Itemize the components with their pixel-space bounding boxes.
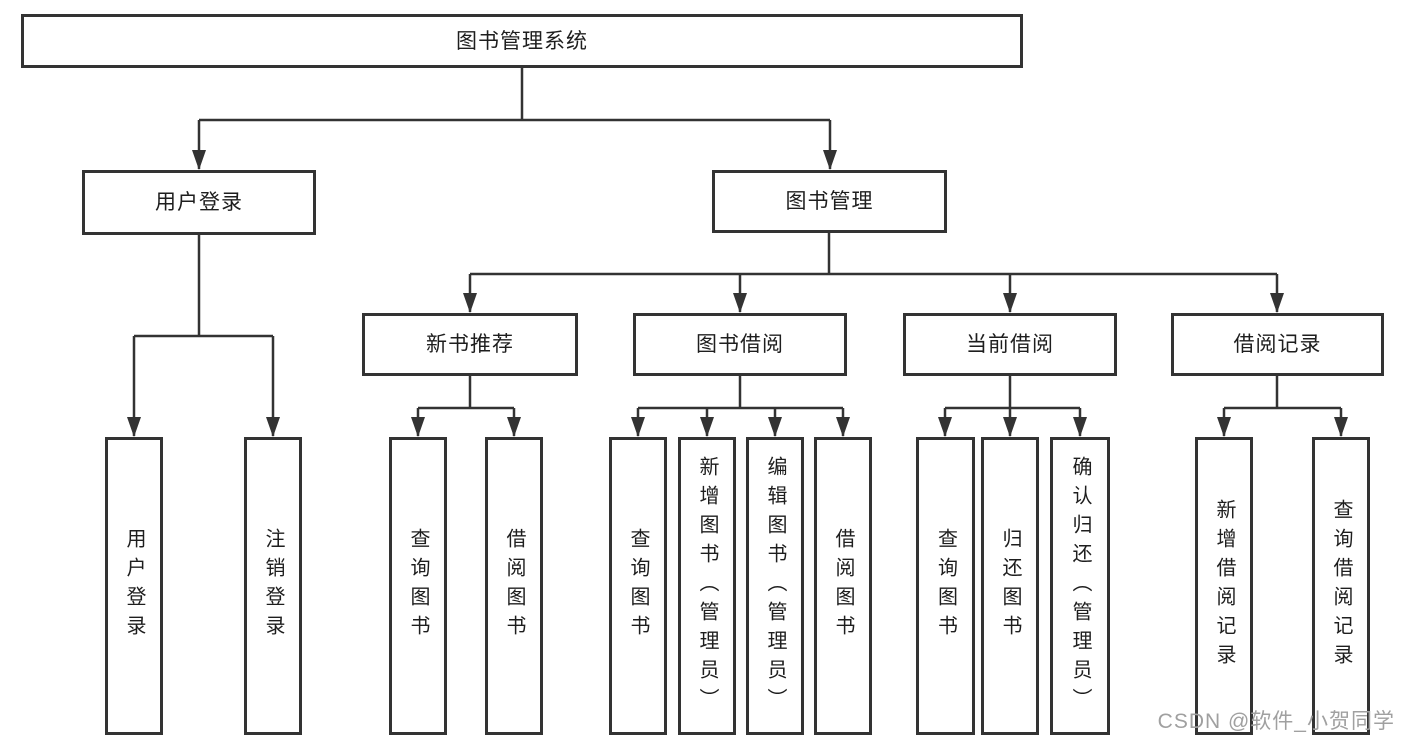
connector-book-borrowing-to-leaves (631, 376, 850, 437)
node-root-library-system: 图书管理系统 (21, 14, 1023, 68)
leaf-query-borrow-record: 查询借阅记录 (1312, 437, 1370, 735)
node-new-book-recommend: 新书推荐 (362, 313, 578, 376)
leaf-return-book-label: 归还图书 (999, 528, 1021, 644)
leaf-user-login-label: 用户登录 (123, 528, 145, 644)
leaf-query-books-recommend-label: 查询图书 (407, 528, 429, 644)
connector-book-management-to-level3 (463, 233, 1284, 313)
leaf-logout: 注销登录 (244, 437, 302, 735)
leaf-confirm-return-admin: 确认归还（管理员） (1050, 437, 1110, 735)
node-book-borrowing: 图书借阅 (633, 313, 847, 376)
leaf-confirm-return-admin-label: 确认归还（管理员） (1069, 455, 1091, 717)
leaf-edit-book-admin: 编辑图书（管理员） (746, 437, 804, 735)
leaf-logout-label: 注销登录 (262, 528, 284, 644)
leaf-borrow-books: 借阅图书 (814, 437, 872, 735)
leaf-query-books-recommend: 查询图书 (389, 437, 447, 735)
node-book-management: 图书管理 (712, 170, 947, 233)
connector-root-to-level2 (192, 68, 837, 170)
node-borrowing-records: 借阅记录 (1171, 313, 1384, 376)
leaf-return-book: 归还图书 (981, 437, 1039, 735)
connector-borrowing-records-to-leaves (1217, 376, 1348, 437)
connector-new-book-recommend-to-leaves (411, 376, 521, 437)
leaf-add-book-admin: 新增图书（管理员） (678, 437, 736, 735)
node-current-borrowing: 当前借阅 (903, 313, 1117, 376)
leaf-query-books-current-label: 查询图书 (934, 528, 957, 644)
connector-current-borrowing-to-leaves (938, 376, 1087, 437)
leaf-edit-book-admin-label: 编辑图书（管理员） (764, 455, 786, 717)
leaf-add-borrow-record: 新增借阅记录 (1195, 437, 1253, 735)
leaf-borrow-books-label: 借阅图书 (832, 528, 854, 644)
leaf-query-books-borrowing: 查询图书 (609, 437, 667, 735)
leaf-query-borrow-record-label: 查询借阅记录 (1330, 499, 1352, 673)
csdn-watermark: CSDN @软件_小贺同学 (1157, 710, 1395, 733)
leaf-query-books-borrowing-label: 查询图书 (627, 528, 649, 644)
leaf-user-login: 用户登录 (105, 437, 163, 735)
leaf-borrow-books-recommend-label: 借阅图书 (503, 528, 525, 644)
leaf-add-borrow-record-label: 新增借阅记录 (1213, 499, 1235, 673)
node-user-login: 用户登录 (82, 170, 316, 235)
leaf-query-books-current: 查询图书 (916, 437, 975, 735)
leaf-borrow-books-recommend: 借阅图书 (485, 437, 543, 735)
leaf-add-book-admin-label: 新增图书（管理员） (696, 455, 718, 717)
connector-user-login-to-leaves (127, 235, 280, 437)
